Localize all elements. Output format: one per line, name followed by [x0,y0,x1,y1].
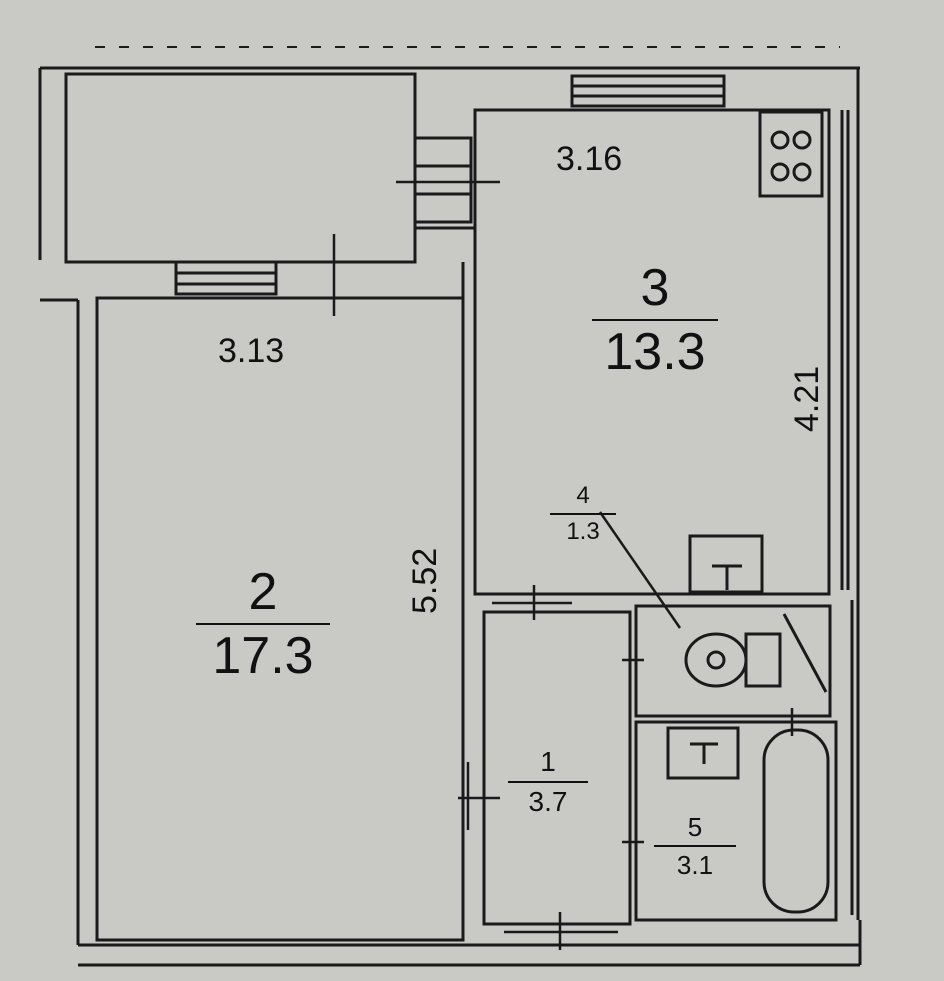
room-area: 1.3 [566,518,600,545]
toilet [684,613,828,693]
room-area: 17.3 [212,627,314,685]
ventilation-strip [840,110,854,915]
wc-leader-line [598,511,682,629]
bath-sink [666,726,740,780]
room-number: 5 [687,812,703,842]
room-area: 3.7 [528,786,568,817]
kitchen-sink [688,534,764,594]
kitchen-length-label: 4.21 [788,365,826,432]
window-kitchen [570,74,726,108]
room-label-bath: 5 3.1 [654,814,736,878]
room-label-kitchen: 3 13.3 [592,262,718,378]
room-label-living: 2 17.3 [196,566,330,682]
living-width-label: 3.13 [218,332,285,370]
room-area: 3.1 [676,850,714,880]
window-balcony-door [413,136,473,224]
bathtub [762,728,830,914]
room-bath-walls [634,720,838,922]
room-wc-walls [634,604,832,718]
room-number: 2 [248,563,278,621]
room-number: 3 [640,259,670,317]
room-living-walls [95,262,465,942]
room-area: 13.3 [604,323,706,381]
room-label-wc: 4 1.3 [550,484,616,544]
room-hall-walls [482,610,632,926]
window-living [174,260,278,296]
room-label-hall: 1 3.7 [508,748,588,816]
living-length-label: 5.52 [406,547,444,614]
room-number: 1 [540,746,556,777]
outer-walls [38,66,862,967]
kitchen-width-label: 3.16 [556,140,623,178]
door-ticks [332,180,800,950]
stove [758,110,824,198]
room-kitchen-walls [473,108,831,596]
room-number: 4 [576,482,590,509]
